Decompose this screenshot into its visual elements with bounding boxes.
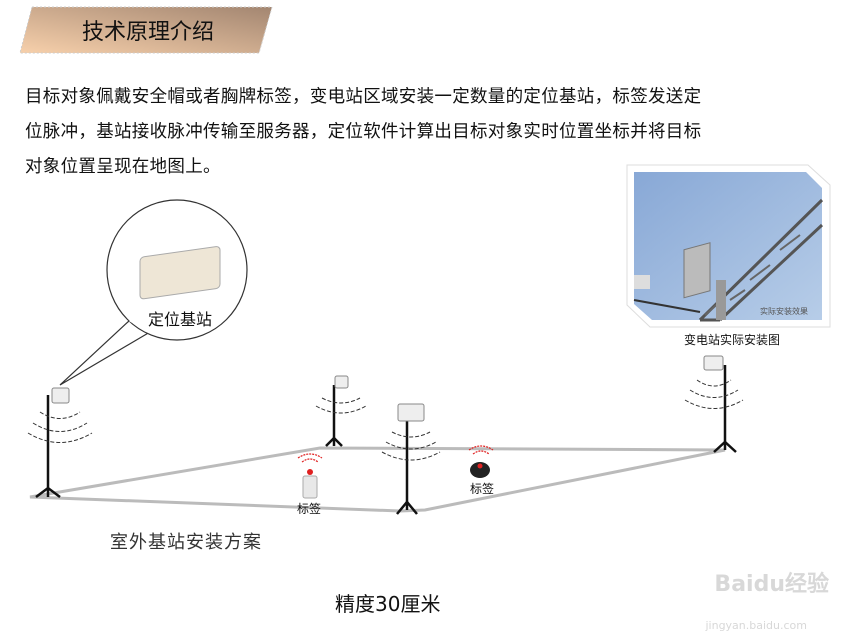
intro-line-2: 位脉冲，基站接收脉冲传输至服务器，定位软件计算出目标对象实时位置坐标并将目标 [25, 122, 702, 142]
tag-helmet-icon [468, 445, 494, 478]
base-station-device-icon [139, 246, 221, 300]
page-title: 技术原理介绍 [82, 20, 215, 45]
installation-photo [626, 164, 831, 328]
watermark-logo: Baidu经验 [714, 572, 829, 597]
watermark-url: jingyan.baidu.com [705, 619, 807, 632]
ground-outline [29, 446, 726, 513]
tag-badge-icon [297, 453, 323, 499]
base-station-pole-2 [325, 375, 349, 447]
photo-overlay-text: 实际安装效果 [760, 307, 808, 316]
photo-caption: 变电站实际安装图 [684, 333, 781, 347]
precision-label: 精度30厘米 [335, 592, 441, 616]
scheme-label: 室外基站安装方案 [110, 532, 262, 553]
bubble-label: 定位基站 [148, 310, 213, 329]
base-station-pole-1 [35, 387, 70, 498]
intro-line-1: 目标对象佩戴安全帽或者胸牌标签，变电站区域安装一定数量的定位基站，标签发送定 [25, 87, 702, 107]
signal-waves-icon [27, 379, 744, 461]
tag-label-2: 标签 [470, 482, 495, 496]
base-station-pole-3 [396, 403, 425, 515]
tag-label-1: 标签 [297, 502, 322, 516]
title-banner [19, 6, 273, 54]
base-station-pole-4 [703, 355, 737, 453]
base-station-callout [59, 199, 248, 386]
intro-line-3: 对象位置呈现在地图上。 [25, 157, 221, 177]
